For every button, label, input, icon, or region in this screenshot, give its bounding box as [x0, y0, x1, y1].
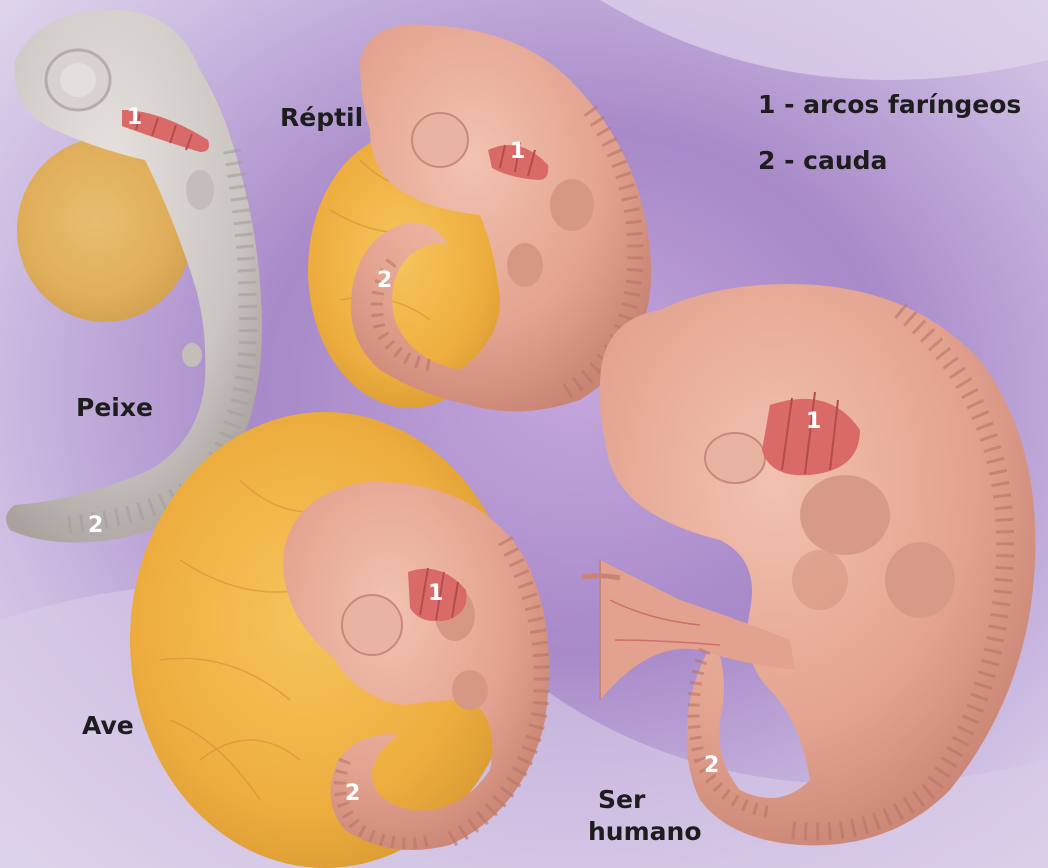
human-eye [704, 432, 766, 484]
bird-tail-marker: 2 [345, 781, 360, 806]
reptile-arch-marker: 1 [510, 139, 525, 164]
reptile-eye [411, 112, 469, 168]
reptile-embryo: 1 2 [308, 24, 652, 412]
human-tail-marker: 2 [704, 753, 719, 778]
fish-fin-bud [186, 170, 214, 210]
bird-body [283, 481, 550, 850]
human-pharyngeal-arches [762, 391, 860, 476]
fish-embryo: 1 2 [6, 9, 262, 543]
reptile-tail-marker: 2 [377, 268, 392, 293]
legend-item-pharyngeal-arches: 1 - arcos faríngeos [758, 90, 1022, 119]
legend-item-tail: 2 - cauda [758, 146, 888, 175]
label-bird: Ave [82, 711, 134, 740]
reptile-pharyngeal-arches [488, 141, 549, 180]
fish-spine-segments [59, 148, 258, 534]
label-reptile: Réptil [280, 103, 364, 132]
human-spine-segments [788, 303, 1015, 841]
bird-pharyngeal-arches [408, 567, 467, 622]
reptile-spine-segments [556, 105, 644, 403]
background-light-band-top [600, 0, 1048, 80]
fish-yolk-sac [17, 138, 193, 322]
human-arch-marker: 1 [806, 409, 821, 434]
label-human-line2: humano [588, 817, 702, 846]
label-fish: Peixe [76, 393, 153, 422]
label-human-line1: Ser [598, 785, 646, 814]
fish-pharyngeal-arches [122, 110, 209, 152]
human-umbilical-cord [600, 560, 795, 700]
bird-arch-marker: 1 [428, 581, 443, 606]
bird-embryo: 1 2 [130, 412, 550, 868]
bird-spine-segments [446, 536, 550, 848]
fish-tail-marker: 2 [88, 513, 103, 538]
bird-eye [341, 594, 403, 656]
human-embryo: 1 2 [581, 283, 1036, 846]
fish-arch-marker: 1 [127, 105, 142, 130]
